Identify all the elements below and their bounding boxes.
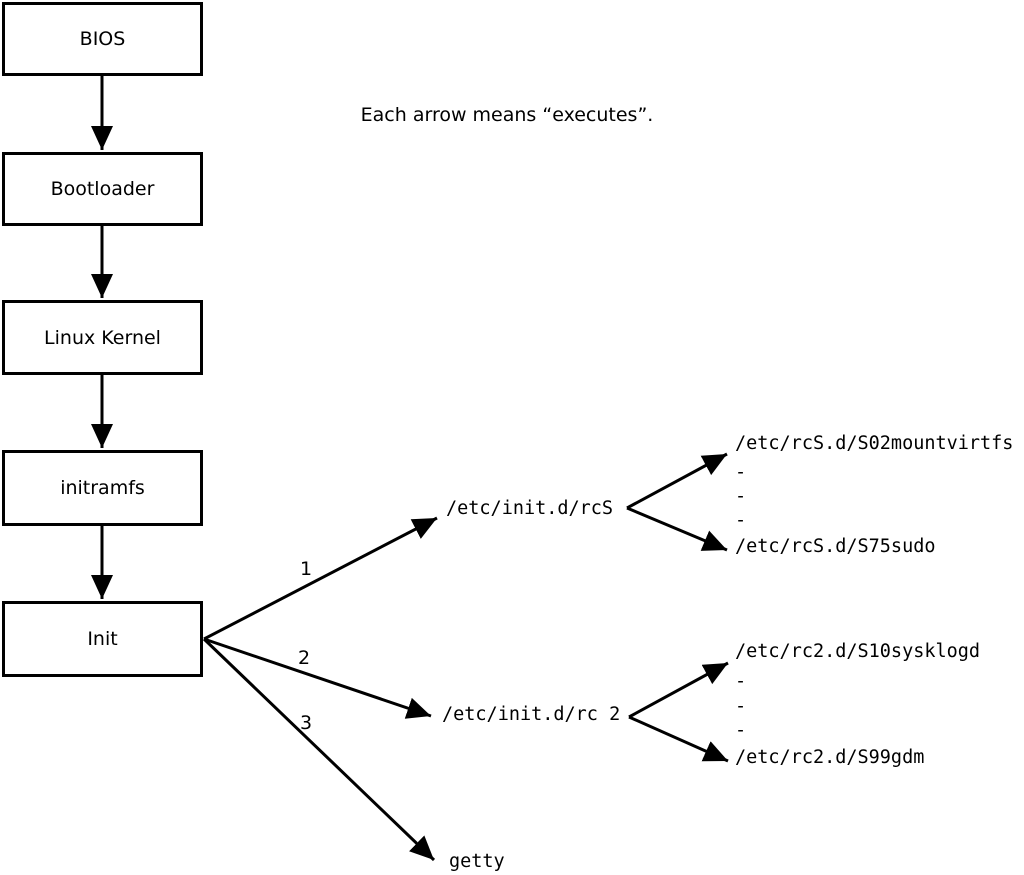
arrow-init-to-getty (202, 637, 436, 862)
arrow-rcs-to-last-script (626, 506, 728, 552)
node-linux-kernel: Linux Kernel (2, 300, 203, 375)
branch-number-2: 2 (297, 647, 311, 669)
branch-number-3: 3 (299, 712, 313, 734)
node-bios: BIOS (2, 2, 203, 76)
rcs-child-2: - (735, 485, 747, 507)
legend-text: Each arrow means “executes”. (360, 104, 654, 126)
node-init-label: Init (87, 628, 118, 650)
rcs-child-4: /etc/rcS.d/S75sudo (735, 535, 936, 557)
arrow-rc2-to-first-script (628, 661, 729, 719)
edges-group (91, 76, 729, 862)
node-bootloader: Bootloader (2, 152, 203, 226)
label-rcs-script: /etc/init.d/rcS (446, 497, 614, 519)
node-initramfs-label: initramfs (60, 477, 145, 499)
arrow-init-to-rc2 (203, 637, 432, 719)
rcs-child-0: /etc/rcS.d/S02mountvirtfs (735, 432, 1014, 454)
node-initramfs: initramfs (2, 450, 203, 526)
rc2-child-2: - (735, 695, 747, 717)
arrow-rc2-to-last-script (628, 715, 729, 763)
node-bios-label: BIOS (79, 28, 126, 50)
label-rc2-script: /etc/init.d/rc 2 (442, 703, 621, 725)
rcs-child-1: - (735, 461, 747, 483)
rc2-child-0: /etc/rc2.d/S10sysklogd (735, 640, 981, 662)
branch-number-1: 1 (299, 558, 313, 580)
arrow-rcs-to-first-script (626, 452, 728, 510)
node-linux-kernel-label: Linux Kernel (44, 326, 161, 349)
rc2-child-1: - (735, 670, 747, 692)
rcs-child-3: - (735, 509, 747, 531)
node-bootloader-label: Bootloader (50, 178, 155, 200)
node-init: Init (2, 601, 203, 677)
arrow-init-to-rcs (203, 516, 438, 641)
rc2-child-3: - (735, 719, 747, 741)
label-getty: getty (449, 850, 505, 872)
rc2-child-4: /etc/rc2.d/S99gdm (735, 746, 925, 768)
